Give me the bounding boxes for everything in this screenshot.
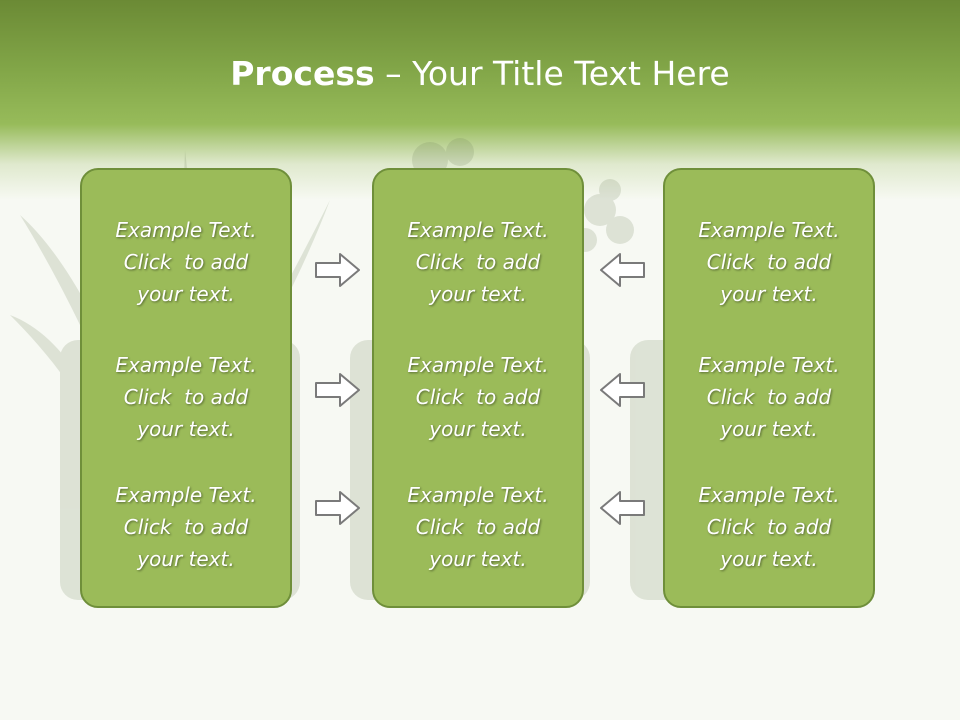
- text-line: Example Text.: [698, 483, 840, 507]
- text-block[interactable]: Example Text. Click to add your text.: [82, 349, 290, 445]
- right-arrow-icon: [315, 491, 360, 525]
- text-line: your text.: [137, 282, 235, 306]
- text-line: your text.: [429, 417, 527, 441]
- text-line: Example Text.: [407, 353, 549, 377]
- text-line: Example Text.: [115, 483, 257, 507]
- text-line: your text.: [429, 547, 527, 571]
- text-line: your text.: [429, 282, 527, 306]
- slide-title: Process – Your Title Text Here: [0, 52, 960, 96]
- text-block[interactable]: Example Text. Click to add your text.: [374, 214, 582, 310]
- text-line: Example Text.: [407, 218, 549, 242]
- text-line: Click to add: [123, 385, 249, 409]
- header-band: [0, 0, 960, 200]
- text-block[interactable]: Example Text. Click to add your text.: [374, 479, 582, 575]
- text-line: your text.: [137, 547, 235, 571]
- text-line: your text.: [720, 547, 818, 571]
- text-block[interactable]: Example Text. Click to add your text.: [665, 349, 873, 445]
- text-line: Click to add: [123, 515, 249, 539]
- text-line: Example Text.: [698, 353, 840, 377]
- text-line: Click to add: [415, 385, 541, 409]
- text-line: Example Text.: [698, 218, 840, 242]
- text-block[interactable]: Example Text. Click to add your text.: [665, 479, 873, 575]
- text-line: your text.: [720, 282, 818, 306]
- text-line: Click to add: [415, 515, 541, 539]
- panel-left[interactable]: Example Text. Click to add your text. Ex…: [80, 168, 292, 608]
- panel-right[interactable]: Example Text. Click to add your text. Ex…: [663, 168, 875, 608]
- text-block[interactable]: Example Text. Click to add your text.: [82, 214, 290, 310]
- right-arrow-icon: [315, 373, 360, 407]
- title-bold: Process: [230, 54, 375, 93]
- right-arrow-icon: [315, 253, 360, 287]
- text-line: your text.: [137, 417, 235, 441]
- text-line: Example Text.: [115, 218, 257, 242]
- left-arrow-icon: [600, 253, 645, 287]
- left-arrow-icon: [600, 491, 645, 525]
- text-line: Click to add: [706, 385, 832, 409]
- text-line: Click to add: [706, 515, 832, 539]
- text-line: Example Text.: [115, 353, 257, 377]
- left-arrow-icon: [600, 373, 645, 407]
- text-line: Click to add: [123, 250, 249, 274]
- panel-middle[interactable]: Example Text. Click to add your text. Ex…: [372, 168, 584, 608]
- text-line: Example Text.: [407, 483, 549, 507]
- title-rest: – Your Title Text Here: [374, 54, 730, 93]
- text-line: Click to add: [706, 250, 832, 274]
- text-line: your text.: [720, 417, 818, 441]
- text-block[interactable]: Example Text. Click to add your text.: [374, 349, 582, 445]
- text-line: Click to add: [415, 250, 541, 274]
- text-block[interactable]: Example Text. Click to add your text.: [665, 214, 873, 310]
- text-block[interactable]: Example Text. Click to add your text.: [82, 479, 290, 575]
